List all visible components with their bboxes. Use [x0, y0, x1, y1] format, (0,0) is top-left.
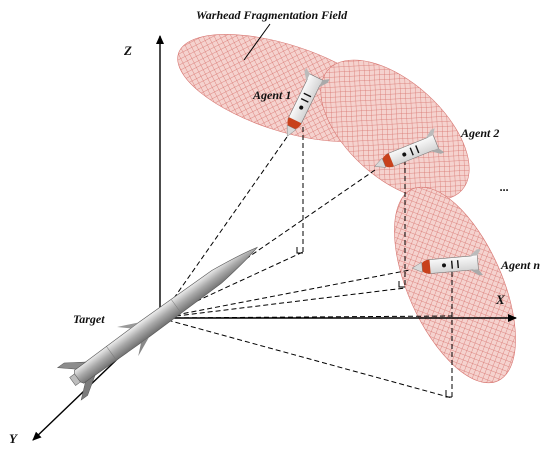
ellipsis-label: ...	[500, 180, 509, 194]
agent-2-missile-icon	[374, 128, 445, 168]
line-target-agent1	[159, 136, 288, 319]
fragmentation-field-agentn	[394, 186, 516, 384]
right-angle-marks	[296, 247, 452, 398]
axis-z-label: Z	[123, 43, 132, 58]
agent-1-missile-icon	[286, 67, 330, 137]
base-agentn	[159, 317, 453, 399]
line-target-agentn	[159, 269, 411, 319]
agent-n-missile-icon	[411, 249, 484, 276]
agent-n-label: Agent n	[500, 258, 540, 272]
fragmentation-field-agent2	[320, 59, 470, 201]
agent-2-label: Agent 2	[460, 126, 499, 140]
field-label: Warhead Fragmentation Field	[196, 8, 348, 22]
axis-y-label: Y	[9, 431, 18, 446]
agent-1-label: Agent 1	[252, 88, 291, 102]
fragmentation-fields	[177, 34, 516, 384]
base-agent2	[159, 287, 406, 319]
target-missile-icon	[56, 246, 259, 401]
field-label-leader	[243, 23, 271, 61]
axis-x-label: X	[495, 292, 505, 307]
target-label: Target	[73, 312, 105, 326]
